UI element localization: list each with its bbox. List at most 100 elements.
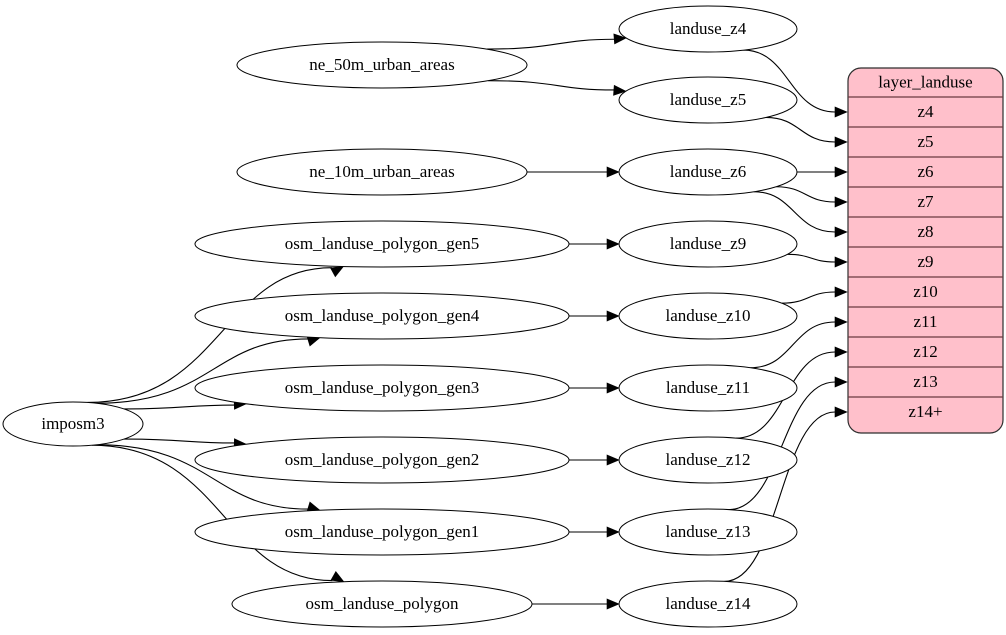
edge-osm_landuse_polygon-to-landuse_z14 (532, 598, 620, 610)
node-osm_landuse_polygon_gen1[interactable]: osm_landuse_polygon_gen1 (194, 508, 570, 556)
table-row-z7[interactable]: z7 (917, 192, 934, 211)
edge-line (753, 191, 836, 233)
node-ne_50m_urban_areas[interactable]: ne_50m_urban_areas (236, 41, 528, 89)
table-row-z5[interactable]: z5 (917, 132, 933, 151)
node-landuse_z6[interactable]: landuse_z6 (618, 148, 798, 196)
node-label-landuse_z6: landuse_z6 (670, 162, 746, 181)
layer-landuse-table-header: layer_landuse (878, 72, 972, 91)
edge-landuse_z11-to-z11 (750, 316, 848, 369)
edge-landuse_z4-to-z4 (743, 49, 848, 118)
node-ellipse-osm_landuse_polygon (231, 580, 533, 628)
table-row-z14+[interactable]: z14+ (908, 402, 942, 421)
edge-line (787, 253, 836, 263)
node-landuse_z14[interactable]: landuse_z14 (618, 580, 798, 628)
edge-osm_landuse_polygon_gen5-to-landuse_z9 (569, 238, 620, 250)
edge-arrowhead (606, 454, 620, 466)
node-label-osm_landuse_polygon: osm_landuse_polygon (306, 594, 459, 613)
edge-landuse_z6-to-z6 (796, 166, 848, 178)
node-osm_landuse_polygon_gen4[interactable]: osm_landuse_polygon_gen4 (194, 292, 570, 340)
node-label-osm_landuse_polygon_gen3: osm_landuse_polygon_gen3 (285, 378, 480, 397)
node-imposm3[interactable]: imposm3 (2, 401, 144, 447)
node-landuse_z4[interactable]: landuse_z4 (618, 5, 798, 53)
edge-osm_landuse_polygon_gen4-to-landuse_z10 (568, 310, 620, 322)
edge-arrowhead (613, 84, 627, 96)
node-osm_landuse_polygon[interactable]: osm_landuse_polygon (231, 580, 533, 628)
node-ellipse-osm_landuse_polygon_gen5 (194, 220, 570, 268)
layer-landuse-table: layer_landuse z4 z5 z6 z7 z8 z9 z10 z11 z12 z13 z14… (847, 67, 1004, 434)
edge-arrowhead (606, 382, 620, 394)
edge-line (776, 186, 836, 203)
edge-arrowhead (606, 238, 620, 250)
edge-arrowhead (834, 346, 848, 358)
edge-arrowhead (834, 286, 848, 298)
node-ne_10m_urban_areas[interactable]: ne_10m_urban_areas (236, 148, 528, 196)
node-ellipse-osm_landuse_polygon_gen2 (194, 436, 570, 484)
edge-arrowhead (606, 310, 620, 322)
edge-arrowhead (606, 166, 620, 178)
node-ellipse-landuse_z12 (618, 436, 798, 484)
table-row-z13[interactable]: z13 (913, 372, 938, 391)
node-osm_landuse_polygon_gen3[interactable]: osm_landuse_polygon_gen3 (194, 364, 570, 412)
node-ellipse-landuse_z6 (618, 148, 798, 196)
node-landuse_z5[interactable]: landuse_z5 (618, 76, 798, 124)
edge-arrowhead (834, 136, 848, 148)
edge-arrowhead (834, 106, 848, 118)
edge-imposm3-to-osm_landuse_polygon (91, 444, 345, 583)
table-row-z11[interactable]: z11 (914, 312, 938, 331)
layer-landuse-table-body (847, 67, 1004, 434)
node-ellipse-ne_50m_urban_areas (236, 41, 528, 89)
node-label-landuse_z13: landuse_z13 (666, 522, 751, 541)
edge-line (728, 381, 836, 511)
node-ellipse-landuse_z5 (618, 76, 798, 124)
node-ellipse-osm_landuse_polygon_gen1 (194, 508, 570, 556)
edge-line (782, 291, 836, 304)
node-landuse_z11[interactable]: landuse_z11 (618, 364, 798, 412)
edge-line (743, 49, 836, 113)
table-row-z6[interactable]: z6 (917, 162, 933, 181)
node-landuse_z10[interactable]: landuse_z10 (618, 292, 798, 340)
node-label-imposm3: imposm3 (41, 414, 104, 433)
edge-landuse_z6-to-z7 (776, 186, 848, 208)
node-label-ne_10m_urban_areas: ne_10m_urban_areas (309, 162, 454, 181)
node-ellipse-imposm3 (2, 401, 144, 447)
edge-arrowhead (606, 526, 620, 538)
node-osm_landuse_polygon_gen2[interactable]: osm_landuse_polygon_gen2 (194, 436, 570, 484)
node-ellipse-landuse_z9 (618, 220, 798, 268)
node-label-ne_50m_urban_areas: ne_50m_urban_areas (309, 55, 454, 74)
table-row-z8[interactable]: z8 (917, 222, 933, 241)
node-ellipse-landuse_z4 (618, 5, 798, 53)
node-ellipse-landuse_z10 (618, 292, 798, 340)
edge-arrowhead (834, 226, 848, 238)
edge-landuse_z13-to-z13 (728, 376, 848, 511)
edge-landuse_z14-to-z14+ (724, 406, 848, 582)
table-row-z12[interactable]: z12 (913, 342, 938, 361)
edge-ne_10m_urban_areas-to-landuse_z6 (526, 166, 620, 178)
node-ellipse-osm_landuse_polygon_gen4 (194, 292, 570, 340)
edge-line (124, 404, 235, 410)
node-ellipse-landuse_z11 (618, 364, 798, 412)
edge-landuse_z9-to-z9 (787, 253, 848, 268)
edge-landuse_z6-to-z8 (753, 191, 848, 238)
edge-arrowhead (834, 316, 848, 328)
edge-line (124, 438, 235, 444)
node-osm_landuse_polygon_gen5[interactable]: osm_landuse_polygon_gen5 (194, 220, 570, 268)
node-landuse_z9[interactable]: landuse_z9 (618, 220, 798, 268)
node-layer: imposm3 ne_50m_urban_areas ne_10m_urban_ar… (2, 5, 798, 628)
edge-arrowhead (834, 376, 848, 388)
edge-arrowhead (606, 598, 620, 610)
edge-imposm3-to-osm_landuse_polygon_gen5 (87, 266, 345, 404)
node-landuse_z12[interactable]: landuse_z12 (618, 436, 798, 484)
node-label-landuse_z11: landuse_z11 (666, 378, 750, 397)
edge-arrowhead (613, 33, 627, 45)
edge-arrowhead (834, 196, 848, 208)
edge-line (724, 411, 836, 582)
table-row-z9[interactable]: z9 (917, 252, 933, 271)
node-label-landuse_z14: landuse_z14 (666, 594, 751, 613)
edge-landuse_z5-to-z5 (765, 116, 848, 148)
edge-line (486, 38, 615, 50)
table-row-z4[interactable]: z4 (917, 102, 934, 121)
edge-line (87, 267, 332, 404)
table-row-z10[interactable]: z10 (913, 282, 938, 301)
node-landuse_z13[interactable]: landuse_z13 (618, 508, 798, 556)
edge-line (765, 116, 836, 143)
